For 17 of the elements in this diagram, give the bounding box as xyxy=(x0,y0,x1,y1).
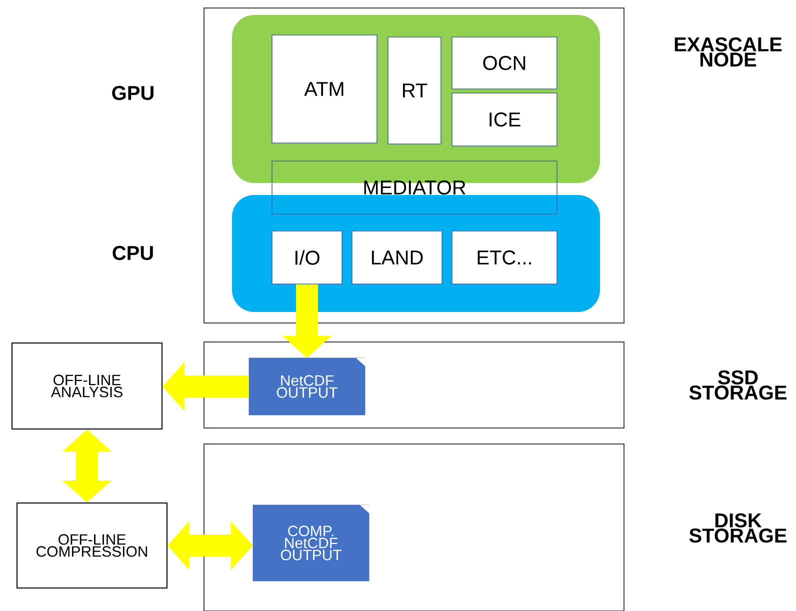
mediator-box: MEDIATOR xyxy=(272,160,558,214)
side-label: CPU xyxy=(112,246,153,260)
node-label: DISK STORAGE xyxy=(689,513,786,543)
process-box: OFF-LINE ANALYSIS xyxy=(12,342,162,430)
component-box: LAND xyxy=(352,230,442,284)
component-box: ATM xyxy=(272,34,378,144)
component-box: ICE xyxy=(452,92,558,146)
process-box: OFF-LINE COMPRESSION xyxy=(16,502,168,588)
component-box: RT xyxy=(388,36,442,144)
node-label: EXASCALE NODE xyxy=(674,37,782,67)
component-box: OCN xyxy=(452,36,558,90)
side-label: GPU xyxy=(112,86,154,100)
component-box: I/O xyxy=(272,230,342,284)
file-box: COMP. NetCDF OUTPUT xyxy=(252,504,370,582)
node-label: SSD STORAGE xyxy=(689,370,786,400)
file-box: NetCDF OUTPUT xyxy=(248,358,366,416)
component-box: ETC... xyxy=(452,230,558,284)
